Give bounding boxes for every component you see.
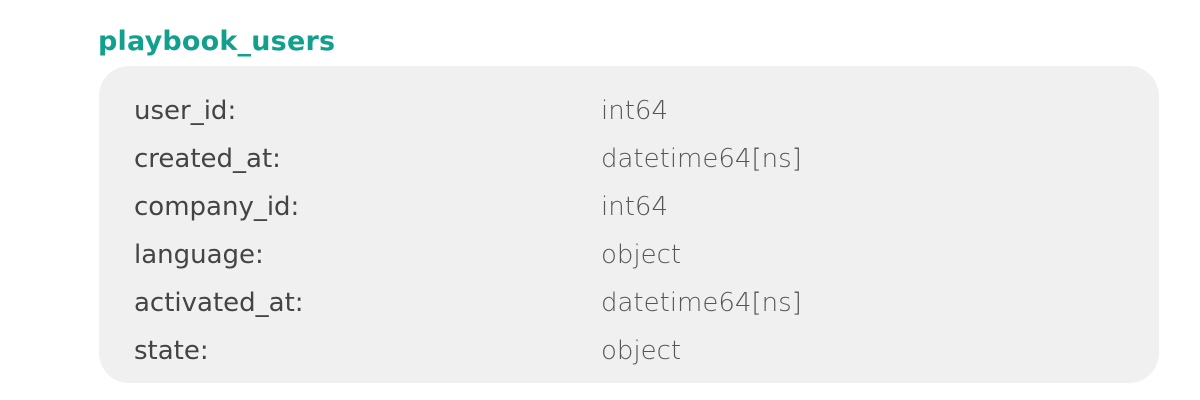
field-row: created_at: datetime64[ns]	[99, 135, 1159, 183]
field-type: datetime64[ns]	[601, 144, 802, 174]
field-name: activated_at:	[134, 288, 304, 318]
field-name: created_at:	[134, 144, 281, 174]
field-row: activated_at: datetime64[ns]	[99, 279, 1159, 327]
field-type: object	[601, 240, 682, 270]
field-name: user_id:	[134, 96, 237, 126]
schema-box: user_id: int64 created_at: datetime64[ns…	[99, 66, 1159, 383]
field-row: language: object	[99, 231, 1159, 279]
field-name: state:	[134, 336, 209, 366]
table-title: playbook_users	[98, 26, 336, 57]
field-name: company_id:	[134, 192, 300, 222]
field-type: datetime64[ns]	[601, 288, 802, 318]
field-row: user_id: int64	[99, 87, 1159, 135]
field-type: object	[601, 336, 682, 366]
field-name: language:	[134, 240, 264, 270]
field-row: state: object	[99, 327, 1159, 375]
field-row: company_id: int64	[99, 183, 1159, 231]
field-type: int64	[601, 96, 668, 126]
field-type: int64	[601, 192, 668, 222]
